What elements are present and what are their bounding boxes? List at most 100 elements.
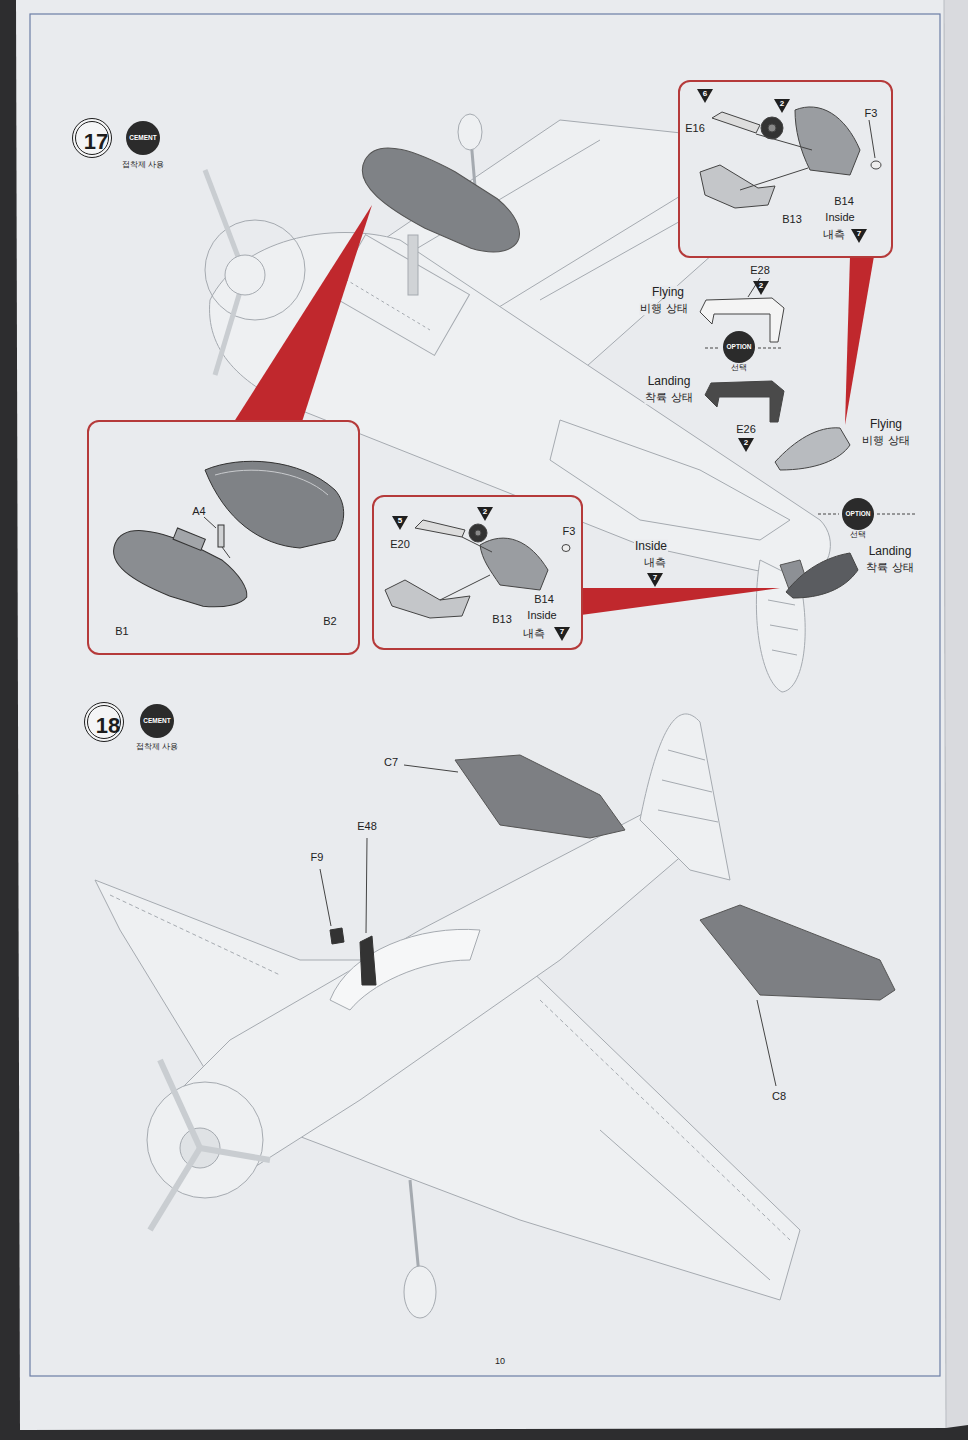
callout-label: F9 — [310, 852, 325, 864]
badge-text: 5 — [398, 517, 402, 525]
part-number: 내측 — [823, 229, 845, 241]
callout-label: 착륙 상태 — [644, 392, 693, 404]
badge-text: 7 — [560, 628, 564, 636]
tailwheel-parts — [385, 520, 570, 618]
part-number: F3 — [865, 108, 878, 120]
badge-text: 접착제 사용 — [136, 743, 178, 751]
badge-text: 선택 — [850, 531, 866, 539]
tailwheel-option-parts — [705, 348, 720, 349]
tailwheel-parts — [480, 538, 548, 590]
tank-parts — [215, 470, 328, 495]
aircraft-underside — [540, 210, 700, 300]
leader-line — [757, 1000, 776, 1086]
tailwheel-parts — [475, 530, 481, 536]
aircraft-top — [147, 1082, 263, 1198]
quantity-triangle: 2 — [774, 99, 790, 113]
part-number: 내측 — [523, 628, 545, 640]
triangle-mark — [554, 627, 570, 641]
callout-label: C8 — [771, 1091, 787, 1103]
aircraft-top — [160, 1060, 200, 1148]
leader-line — [320, 278, 776, 1086]
callout-wedge — [581, 588, 780, 615]
page-sheet — [944, 0, 968, 1428]
tailwheel-option-parts — [705, 381, 784, 422]
aircraft-underside — [772, 650, 797, 655]
tailwheel-parts — [768, 124, 776, 132]
aircraft-top — [662, 780, 712, 792]
badge-text: 7 — [857, 230, 861, 238]
badge-text: 2 — [483, 508, 487, 516]
tailwheel-parts — [761, 117, 783, 139]
callout-ground — [372, 495, 583, 650]
part-number: A4 — [192, 506, 205, 518]
aircraft-top — [455, 755, 625, 838]
part-number: E16 — [685, 123, 705, 135]
badge-text: OPTION — [846, 511, 871, 518]
tailwheel-option-parts — [786, 553, 858, 598]
callout-ground — [87, 80, 893, 655]
triangle-mark — [392, 516, 408, 530]
callout-label: Flying — [869, 418, 903, 431]
cement-badge: CEMENT접착제 사용 — [126, 121, 160, 155]
badge-text: 2 — [780, 100, 784, 108]
callout-label: 내측 — [643, 557, 667, 569]
callout-box: E20F3B14Inside내측B13527 — [372, 495, 583, 650]
tailwheel-parts — [440, 575, 490, 600]
aircraft-underside — [225, 255, 265, 295]
callout-label: 10 — [494, 1357, 506, 1366]
callout-label: 착륙 상태 — [865, 562, 914, 574]
tailwheel-parts — [869, 120, 875, 158]
quantity-triangle: 2 — [738, 438, 754, 452]
triangle-mark — [647, 573, 663, 587]
tank-parts — [222, 547, 230, 558]
tailwheel-parts — [562, 545, 570, 552]
tank-parts — [105, 518, 258, 623]
tailwheel-parts — [795, 107, 860, 175]
aircraft-top — [360, 936, 376, 985]
page-sheet — [30, 14, 940, 1376]
aircraft-top — [600, 1130, 770, 1280]
tailwheel-option-parts — [818, 514, 839, 515]
part-number: F3 — [563, 526, 576, 538]
badge-text: 18 — [96, 714, 120, 737]
aircraft-top — [540, 1000, 790, 1240]
callout-wedge — [230, 205, 372, 428]
tailwheel-parts — [871, 161, 881, 169]
quantity-triangle: 7 — [851, 229, 867, 243]
part-number: Inside — [527, 610, 556, 622]
tank-parts — [218, 525, 224, 547]
tailwheel-option-parts — [877, 514, 915, 515]
aircraft-underside — [458, 114, 482, 150]
aircraft-top — [700, 905, 895, 1000]
option-badge: OPTION선택 — [842, 498, 874, 530]
badge-text: 17 — [84, 130, 108, 153]
triangle-mark — [738, 438, 754, 452]
tank-parts — [204, 517, 216, 528]
callout-box: E16F3B14Inside내측B13627 — [678, 80, 893, 258]
step-number: 18 — [84, 702, 124, 742]
callout-label: Flying — [651, 286, 685, 299]
part-number: B13 — [492, 614, 512, 626]
badge-text: 선택 — [731, 364, 747, 372]
drop-tank — [350, 132, 533, 270]
aircraft-underside — [408, 235, 418, 295]
aircraft-top — [200, 1148, 270, 1160]
callout-label: Inside — [634, 540, 668, 553]
aircraft-underside — [770, 625, 798, 630]
callout-label: Landing — [647, 375, 692, 388]
triangle-mark — [753, 281, 769, 295]
aircraft-underside — [768, 600, 795, 605]
triangle-mark — [697, 89, 713, 103]
leader-line — [366, 838, 367, 933]
tailwheel-parts — [469, 524, 487, 542]
tailwheel-parts — [415, 520, 465, 537]
aircraft-top — [150, 1148, 200, 1230]
part-number: B14 — [834, 196, 854, 208]
drop-tank — [350, 132, 533, 270]
tank-parts — [105, 509, 261, 623]
page-sheet — [16, 0, 946, 1430]
tailwheel-parts — [740, 168, 808, 190]
part-number: Inside — [825, 212, 854, 224]
